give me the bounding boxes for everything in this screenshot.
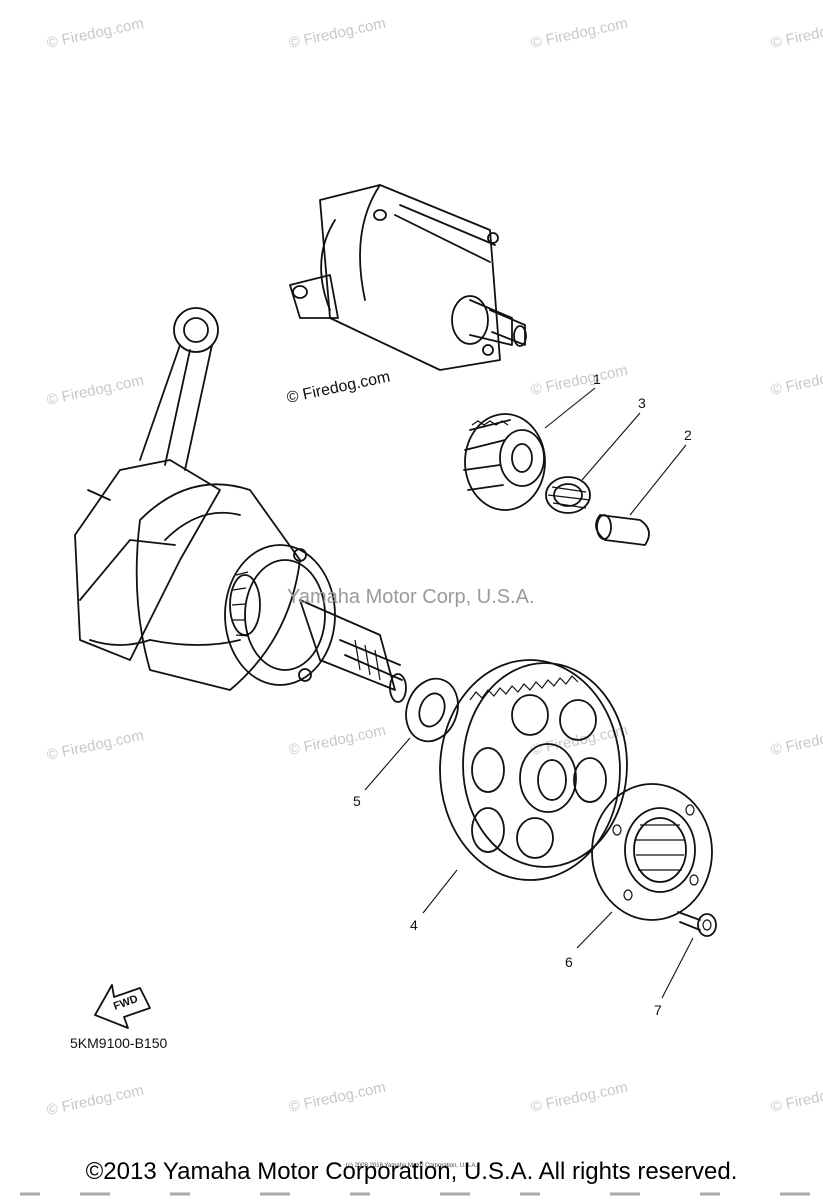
copyright-footer: ©2013 Yamaha Motor Corporation, U.S.A. A… (85, 1158, 738, 1185)
watermark: © Firedog.com (45, 15, 145, 52)
watermark: © Firedog.com (45, 372, 145, 409)
callout-1: 1 (593, 371, 601, 387)
leader-5 (364, 737, 411, 791)
needle-bearing (545, 476, 591, 514)
leader-3 (581, 412, 641, 481)
callout-labels: 1 2 3 4 5 6 7 (353, 371, 692, 1018)
idle-gear-shaft (595, 514, 650, 546)
callout-6: 6 (565, 954, 573, 970)
crankshaft (74, 307, 407, 703)
diagram-code: 5KM9100-B150 (70, 1035, 168, 1051)
watermark: © Firedog.com (769, 1079, 823, 1116)
bolt (677, 911, 717, 937)
watermark-grid: © Firedog.com © Firedog.com © Firedog.co… (45, 15, 823, 1119)
starter-clutch (591, 783, 713, 921)
leader-6 (576, 911, 613, 949)
watermark: © Firedog.com (769, 722, 823, 759)
washer (405, 677, 459, 743)
watermark: © Firedog.com (529, 362, 629, 399)
center-watermark: Yamaha Motor Corp, U.S.A. (287, 586, 535, 608)
fwd-arrow-icon: FWD (94, 984, 151, 1029)
leader-1 (544, 387, 596, 429)
small-copyright-notice: (c) 2008 2016 Yamaha Motor Corporation, … (345, 1163, 478, 1169)
leader-7 (661, 937, 694, 999)
leader-2 (629, 444, 687, 516)
watermark: © Firedog.com (287, 15, 387, 52)
idle-gear (463, 413, 546, 511)
callout-leaders (364, 387, 694, 999)
callout-2: 2 (684, 427, 692, 443)
watermark: © Firedog.com (45, 1082, 145, 1119)
starter-motor (289, 184, 527, 371)
watermark: © Firedog.com (45, 727, 145, 764)
callout-3: 3 (638, 395, 646, 411)
watermark-dark: © Firedog.com (285, 368, 391, 406)
leader-4 (422, 869, 458, 914)
watermark: © Firedog.com (529, 1079, 629, 1116)
watermark: © Firedog.com (769, 15, 823, 52)
watermark: © Firedog.com (287, 1079, 387, 1116)
watermark: © Firedog.com (529, 15, 629, 52)
watermark: © Firedog.com (769, 362, 823, 399)
callout-7: 7 (654, 1002, 662, 1018)
callout-4: 4 (410, 917, 418, 933)
callout-5: 5 (353, 793, 361, 809)
watermark: © Firedog.com (287, 722, 387, 759)
starter-wheel-gear (439, 659, 628, 881)
